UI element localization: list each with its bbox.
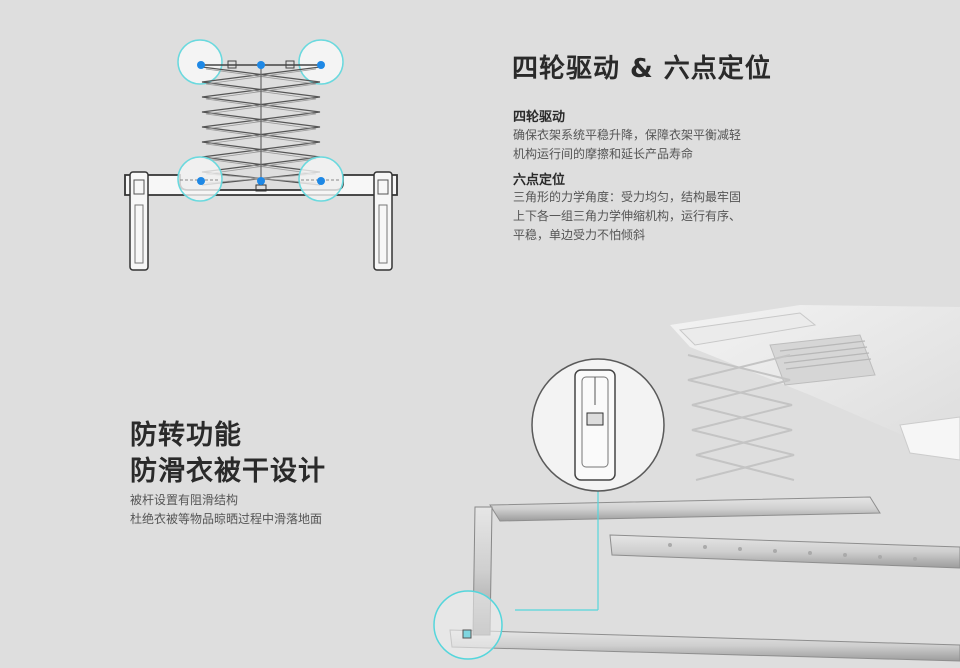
four-wheel-line-1: 确保衣架系统平稳升降，保障衣架平衡减轻 [513,128,742,142]
section-title-anti-slip: 防转功能 防滑衣被干设计 [130,418,326,490]
scissor-arms [201,66,321,186]
scissor-mechanism-diagram [124,39,398,271]
anti-slip-description: 被杆设置有阻滑结构 杜绝衣被等物品晾晒过程中滑落地面 [130,491,430,529]
six-point-description: 三角形的力学角度：受力均匀，结构最牢固 上下各一组三角力学伸缩机构，运行有序、 … [513,188,783,245]
six-point-heading: 六点定位 [513,173,566,188]
four-wheel-description: 确保衣架系统平稳升降，保障衣架平衡减轻 机构运行间的摩擦和延长产品寿命 [513,126,783,164]
anti-title-line-1: 防转功能 [130,420,242,451]
scissor-arms-illustration [687,354,795,481]
hanging-rods [449,496,960,662]
drying-rack-illustration [433,305,960,662]
six-point-line-1: 三角形的力学角度：受力均匀，结构最牢固 [513,190,742,204]
four-wheel-line-2: 机构运行间的摩擦和延长产品寿命 [513,147,694,161]
section-title-drive: 四轮驱动 & 六点定位 [512,54,772,84]
right-leg [373,171,393,271]
detail-callout [515,358,665,611]
anti-title-line-2: 防滑衣被干设计 [130,456,326,487]
anti-slip-highlight [433,590,503,660]
ceiling-motor-unit [670,305,960,461]
six-point-line-3: 平稳，单边受力不怕倾斜 [513,228,646,242]
left-leg [129,171,149,271]
anti-line-1: 被杆设置有阻滑结构 [130,493,239,507]
positioning-points [197,61,325,185]
six-point-line-2: 上下各一组三角力学伸缩机构，运行有序、 [513,209,742,223]
anti-line-2: 杜绝衣被等物品晾晒过程中滑落地面 [130,512,323,526]
four-wheel-heading: 四轮驱动 [513,110,566,125]
